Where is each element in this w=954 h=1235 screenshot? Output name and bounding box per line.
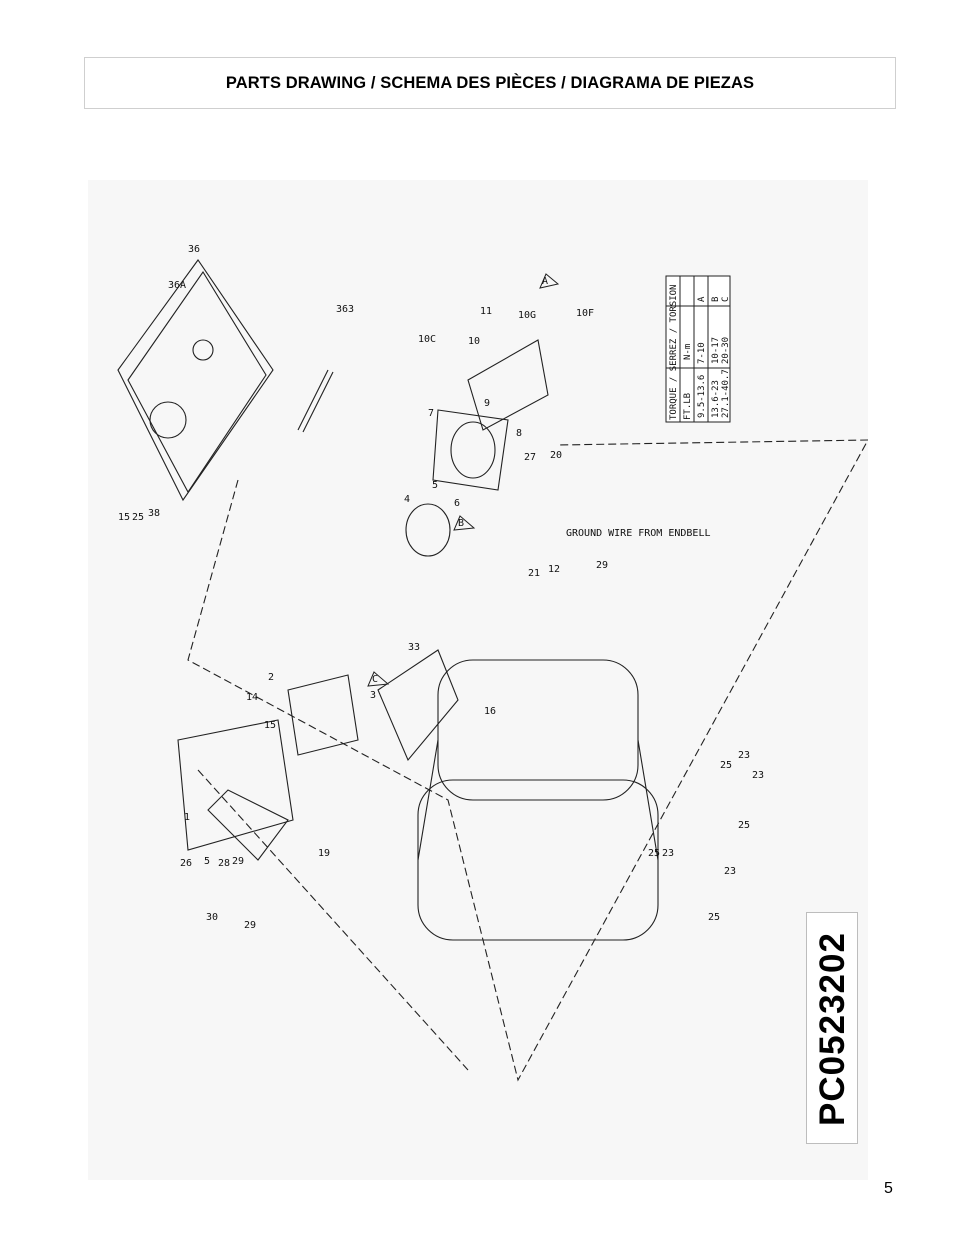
svg-text:27.1-40.7: 27.1-40.7 xyxy=(721,369,731,418)
svg-text:36A: 36A xyxy=(168,280,186,291)
torque-table: TORQUE / SERREZ / TORSION FT.LB N-m A 7-… xyxy=(665,275,731,423)
svg-text:FT.LB: FT.LB xyxy=(683,393,693,420)
svg-text:1: 1 xyxy=(184,812,190,823)
svg-text:5: 5 xyxy=(204,856,210,867)
svg-text:15: 15 xyxy=(118,512,130,523)
document-code: PC0523202 xyxy=(813,932,852,1126)
svg-text:29: 29 xyxy=(232,856,244,867)
part-labels: 36 36A 363 15 25 38 11 10G 10C 10 10F 9 … xyxy=(118,244,764,931)
svg-text:A: A xyxy=(542,276,548,287)
svg-text:363: 363 xyxy=(336,304,354,315)
svg-text:23: 23 xyxy=(724,866,736,877)
svg-text:20: 20 xyxy=(550,450,562,461)
svg-text:10-17: 10-17 xyxy=(711,337,721,364)
svg-text:33: 33 xyxy=(408,642,420,653)
svg-text:7: 7 xyxy=(428,408,434,419)
svg-text:27: 27 xyxy=(524,452,536,463)
svg-text:23: 23 xyxy=(738,750,750,761)
svg-text:36: 36 xyxy=(188,244,200,255)
svg-text:25: 25 xyxy=(648,848,660,859)
svg-text:3: 3 xyxy=(370,690,376,701)
svg-text:30: 30 xyxy=(206,912,218,923)
svg-text:15: 15 xyxy=(264,720,276,731)
svg-text:12: 12 xyxy=(548,564,560,575)
svg-text:9.5-13.6: 9.5-13.6 xyxy=(697,375,707,418)
svg-text:20-30: 20-30 xyxy=(721,337,731,364)
parts-drawing: A B C 36 36A 363 15 25 38 11 10G 10C 10 … xyxy=(88,180,868,1180)
svg-text:GROUND WIRE FROM ENDBELL: GROUND WIRE FROM ENDBELL xyxy=(566,528,711,539)
svg-text:25: 25 xyxy=(708,912,720,923)
svg-text:14: 14 xyxy=(246,692,258,703)
svg-text:9: 9 xyxy=(484,398,490,409)
svg-text:38: 38 xyxy=(148,508,160,519)
svg-text:29: 29 xyxy=(244,920,256,931)
svg-text:25: 25 xyxy=(738,820,750,831)
svg-text:6: 6 xyxy=(454,498,460,509)
svg-text:26: 26 xyxy=(180,858,192,869)
svg-text:TORQUE / SERREZ / TORSION: TORQUE / SERREZ / TORSION xyxy=(669,285,679,420)
svg-text:23: 23 xyxy=(752,770,764,781)
title-box: PARTS DRAWING / SCHEMA DES PIÈCES / DIAG… xyxy=(84,57,896,109)
svg-text:11: 11 xyxy=(480,306,492,317)
svg-text:21: 21 xyxy=(528,568,540,579)
svg-text:10C: 10C xyxy=(418,334,436,345)
svg-text:8: 8 xyxy=(516,428,522,439)
svg-text:19: 19 xyxy=(318,848,330,859)
svg-text:10: 10 xyxy=(468,336,480,347)
svg-text:B: B xyxy=(458,518,464,529)
svg-text:A: A xyxy=(697,296,707,302)
svg-text:B: B xyxy=(711,297,721,302)
document-code-box: PC0523202 xyxy=(806,912,858,1144)
svg-text:5: 5 xyxy=(432,480,438,491)
page-title: PARTS DRAWING / SCHEMA DES PIÈCES / DIAG… xyxy=(225,73,755,92)
svg-text:10F: 10F xyxy=(576,308,594,319)
svg-text:23: 23 xyxy=(662,848,674,859)
exploded-parts-diagram: A B C 36 36A 363 15 25 38 11 10G 10C 10 … xyxy=(117,244,868,1082)
svg-text:10G: 10G xyxy=(518,310,536,321)
torque-marks: A B C xyxy=(367,273,560,687)
page-number: 5 xyxy=(884,1180,893,1197)
svg-text:C: C xyxy=(721,297,731,302)
svg-text:28: 28 xyxy=(218,858,230,869)
svg-text:25: 25 xyxy=(720,760,732,771)
svg-text:16: 16 xyxy=(484,706,496,717)
svg-text:25: 25 xyxy=(132,512,144,523)
svg-text:7-10: 7-10 xyxy=(697,342,707,364)
svg-text:29: 29 xyxy=(596,560,608,571)
svg-text:2: 2 xyxy=(268,672,274,683)
svg-text:4: 4 xyxy=(404,494,410,505)
svg-text:C: C xyxy=(372,674,378,685)
svg-text:13.6-23: 13.6-23 xyxy=(711,380,721,418)
svg-text:N-m: N-m xyxy=(683,344,693,360)
